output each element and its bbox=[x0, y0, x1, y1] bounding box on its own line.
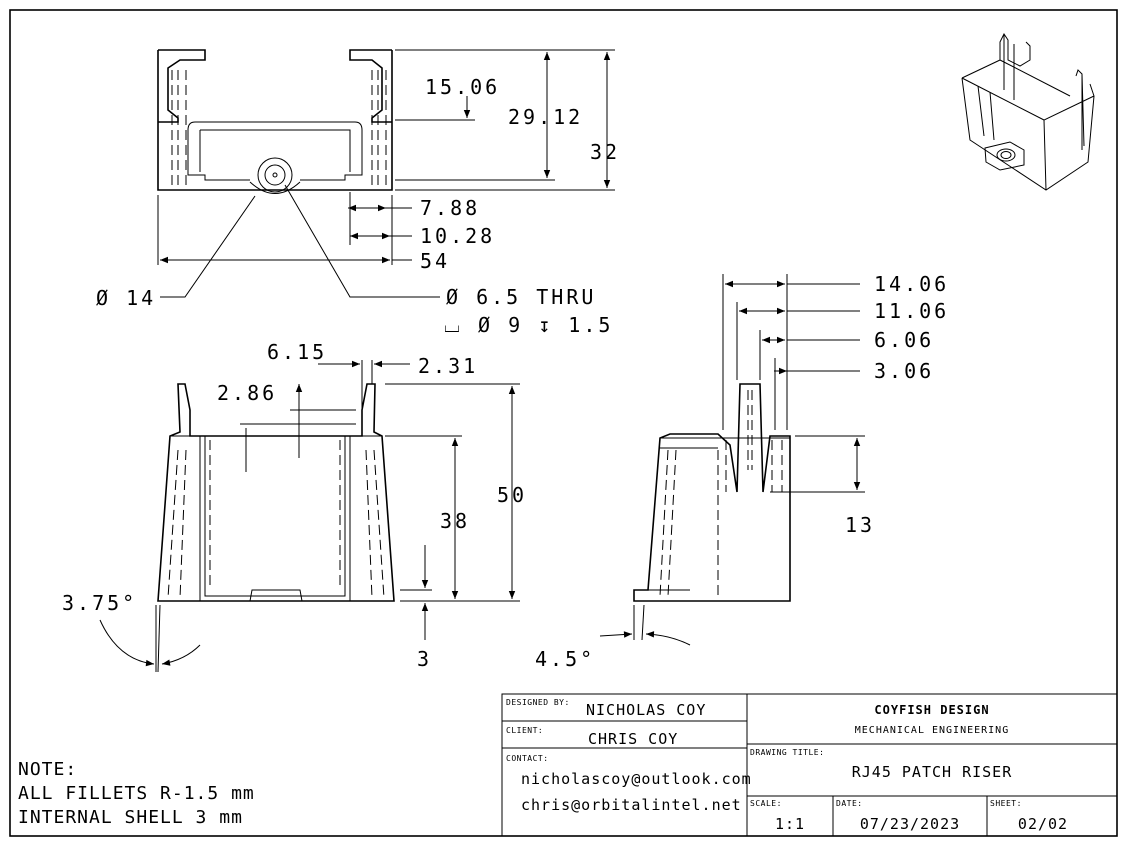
dim-2-86: 2.86 bbox=[217, 381, 277, 405]
title-block: DESIGNED BY: NICHOLAS COY CLIENT: CHRIS … bbox=[501, 693, 1118, 837]
dim-11-06: 11.06 bbox=[874, 299, 949, 323]
drawing-title-label: DRAWING TITLE: bbox=[750, 748, 824, 757]
dim-2-31: 2.31 bbox=[418, 354, 478, 378]
top-view: 15.06 29.12 32 7.88 10.28 54 Ø 14 Ø 6.5 … bbox=[96, 49, 620, 337]
note-shell: INTERNAL SHELL 3 mm bbox=[18, 807, 243, 828]
note-heading: NOTE: bbox=[18, 759, 77, 780]
drawing-title-value: RJ45 PATCH RISER bbox=[852, 763, 1013, 781]
note-fillets: ALL FILLETS R-1.5 mm bbox=[18, 783, 255, 804]
company-department: MECHANICAL ENGINEERING bbox=[855, 725, 1009, 736]
dim-54: 54 bbox=[420, 249, 450, 273]
client-label: CLIENT: bbox=[506, 726, 543, 735]
scale-value: 1:1 bbox=[775, 815, 805, 833]
hole-callout-counterbore: ⌴ Ø 9 ↧ 1.5 bbox=[444, 313, 613, 337]
dim-6-15: 6.15 bbox=[267, 340, 327, 364]
draft-angle-3-75: 3.75° bbox=[62, 591, 137, 615]
draft-angle-4-5: 4.5° bbox=[535, 647, 595, 671]
designed-by-label: DESIGNED BY: bbox=[506, 698, 570, 707]
company-name: COYFISH DESIGN bbox=[874, 703, 989, 717]
dim-15-06: 15.06 bbox=[425, 75, 500, 99]
sheet-label: SHEET: bbox=[990, 799, 1022, 808]
dim-10-28: 10.28 bbox=[420, 224, 495, 248]
scale-label: SCALE: bbox=[750, 799, 782, 808]
date-value: 07/23/2023 bbox=[860, 815, 960, 833]
notes-block: NOTE: ALL FILLETS R-1.5 mm INTERNAL SHEL… bbox=[18, 759, 255, 828]
side-view: 14.06 11.06 6.06 3.06 13 4.5° bbox=[535, 272, 949, 671]
date-label: DATE: bbox=[836, 799, 863, 808]
dim-32: 32 bbox=[590, 140, 620, 164]
dim-dia-14: Ø 14 bbox=[96, 286, 156, 310]
dim-13: 13 bbox=[845, 513, 875, 537]
designed-by-value: NICHOLAS COY bbox=[586, 701, 706, 719]
dim-29-12: 29.12 bbox=[508, 105, 583, 129]
dim-50: 50 bbox=[497, 483, 527, 507]
dim-38: 38 bbox=[440, 509, 470, 533]
contact-email-2: chris@orbitalintel.net bbox=[521, 796, 742, 814]
dim-14-06: 14.06 bbox=[874, 272, 949, 296]
dim-3-06: 3.06 bbox=[874, 359, 934, 383]
isometric-view bbox=[961, 33, 1095, 191]
dim-3: 3 bbox=[417, 647, 432, 671]
contact-email-1: nicholascoy@outlook.com bbox=[521, 770, 752, 788]
front-view: 6.15 2.31 2.86 38 50 3 3.75° bbox=[62, 340, 527, 673]
client-value: CHRIS COY bbox=[588, 730, 678, 748]
sheet-value: 02/02 bbox=[1018, 815, 1068, 833]
dim-6-06: 6.06 bbox=[874, 328, 934, 352]
contact-label: CONTACT: bbox=[506, 754, 549, 763]
hole-callout-thru: Ø 6.5 THRU bbox=[446, 285, 596, 309]
dim-7-88: 7.88 bbox=[420, 196, 480, 220]
